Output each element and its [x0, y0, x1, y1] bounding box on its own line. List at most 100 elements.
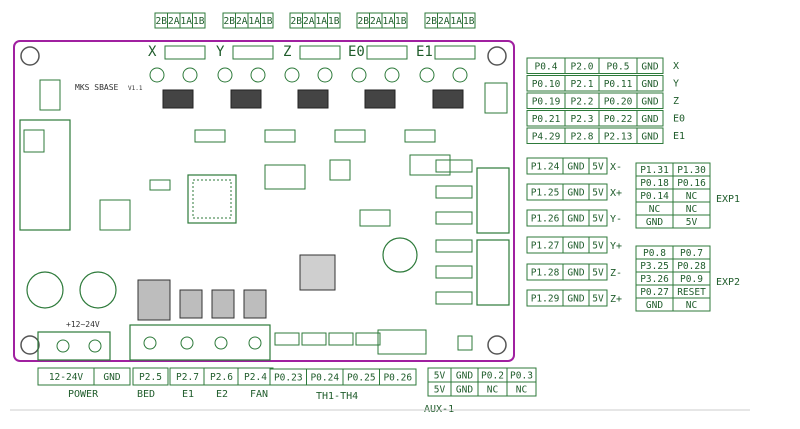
exp2-pin-label: NC: [686, 300, 697, 311]
microstep-pin-label: 1B: [463, 16, 475, 27]
sd-slot: [39, 79, 61, 111]
driver-chip: [364, 89, 396, 109]
microstep-pin: 2A: [302, 12, 316, 29]
endstop-pin: P1.29: [526, 289, 564, 307]
endstop-pin: GND: [562, 209, 590, 227]
endstop-pin-box: [588, 263, 608, 281]
microstep-pin-label: 1A: [451, 16, 463, 27]
aux1-pin: P0.3: [506, 367, 537, 383]
microstep-pin: 2A: [437, 12, 451, 29]
terminal-screw: [214, 336, 228, 350]
mcu-chip: [187, 174, 237, 224]
mosfet-bed: [137, 279, 171, 321]
endstop-pin: P1.26: [526, 209, 564, 227]
exp2-pin: P0.27: [635, 284, 674, 299]
microstep-pin-box: [192, 12, 206, 29]
power-pin-label: 12-24V: [49, 372, 84, 383]
endstop-pin-label: 5V: [592, 188, 604, 199]
motor-pin-label: P0.22: [604, 114, 633, 125]
component: [484, 82, 508, 114]
endstop-pin: GND: [562, 289, 590, 307]
microstep-pin: 1A: [381, 12, 395, 29]
endstop-pin-label: GND: [567, 268, 584, 279]
endstop-pin: 5V: [588, 236, 608, 254]
microstep-pin-label: 1B: [328, 16, 340, 27]
mount-hole-bl: [20, 335, 40, 355]
endstop-pin-box: [588, 289, 608, 307]
microstep-pin: 1A: [247, 12, 261, 29]
aux1-pin-label: 5V: [434, 371, 446, 382]
motor-axis-label: E0: [673, 114, 685, 125]
endstop-pin-box: [588, 157, 608, 175]
aux1-pin: P0.2: [477, 367, 508, 383]
endstop-header: [435, 265, 473, 279]
microstep-pin-label: 2A: [236, 16, 248, 27]
component: [149, 179, 171, 191]
aux1-pin-label: NC: [487, 385, 498, 396]
thermistor-header: [301, 332, 327, 346]
motor-pin: GND: [636, 110, 664, 127]
exp2-pin: P0.9: [672, 271, 711, 286]
output-pin: P2.5: [132, 367, 169, 386]
microstep-pin-box: [394, 12, 408, 29]
endstop-pin-label: 5V: [592, 214, 604, 225]
microstep-pin: 2B: [356, 12, 370, 29]
motor-pin-box: [636, 110, 664, 127]
motor-pin-label: P2.8: [571, 131, 594, 142]
component: [194, 129, 226, 143]
exp1-pin: NC: [672, 188, 711, 203]
motor-header: [299, 45, 341, 60]
microstep-pin-label: 2A: [370, 16, 382, 27]
component: [409, 154, 451, 176]
driver-pot: [419, 67, 435, 83]
exp2-pin: RESET: [672, 284, 711, 299]
microstep-pin-label: 1A: [249, 16, 261, 27]
output-pin-box: [132, 367, 169, 386]
aux1-pin: GND: [450, 367, 479, 383]
motor-pin: P0.21: [526, 110, 566, 127]
endstop-pin: GND: [562, 236, 590, 254]
exp2-pin-label: P0.9: [680, 274, 703, 285]
endstop-pin-label: GND: [567, 214, 584, 225]
endstop-pin: P1.27: [526, 236, 564, 254]
aux1-pin-label: 5V: [434, 385, 446, 396]
component: [329, 159, 351, 181]
motor-header: [366, 45, 408, 60]
motor-pin-label: GND: [641, 114, 658, 125]
motor-pin-box: [636, 57, 664, 74]
microstep-pin: 1B: [394, 12, 408, 29]
power-label: POWER: [68, 389, 99, 400]
driver-pot: [384, 67, 400, 83]
aux1-pin-label: GND: [456, 385, 473, 396]
exp1-pin: 5V: [672, 214, 711, 229]
aux1-pin-label: P0.3: [510, 371, 533, 382]
endstop-pin-label: GND: [567, 241, 584, 252]
motor-header: [164, 45, 206, 60]
microstep-pin: 1B: [327, 12, 341, 29]
exp1-pin: P0.16: [672, 175, 711, 190]
mosfet-fan: [243, 289, 267, 319]
aux1-pin-box: [506, 381, 537, 397]
output-screws: [143, 336, 262, 350]
endstop-pin: P1.25: [526, 183, 564, 201]
component: [334, 129, 366, 143]
motor-pin-box: [636, 127, 664, 144]
motor-pin: GND: [636, 92, 664, 109]
microstep-pin-label: 2B: [156, 16, 168, 27]
microstep-pin: 1A: [449, 12, 463, 29]
exp1-pin-label: P0.18: [640, 178, 669, 189]
exp2-pin-label: P0.28: [677, 261, 706, 272]
mount-hole-tl: [20, 46, 40, 66]
mount-hole-br: [487, 335, 507, 355]
exp1-pin-label: 5V: [686, 217, 698, 228]
axis-label: Y: [216, 44, 225, 60]
output-label: E2: [216, 389, 228, 400]
endstop-pin-label: P1.26: [531, 214, 560, 225]
motor-pin-label: P0.20: [604, 96, 633, 107]
endstop-headers: [435, 159, 473, 305]
microstep-pin-label: 1A: [383, 16, 395, 27]
